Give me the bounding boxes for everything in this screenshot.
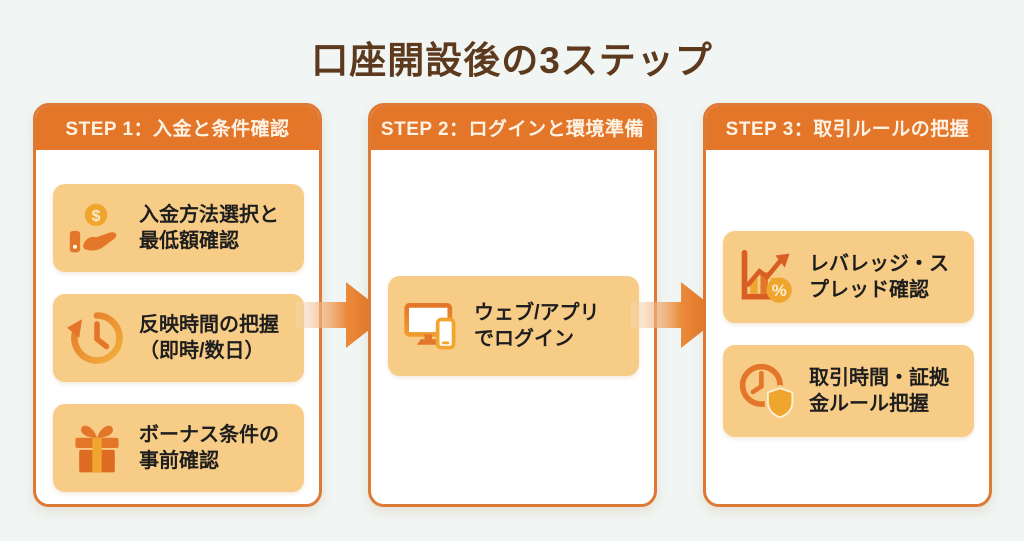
arrow-right-icon — [631, 282, 723, 348]
flow-arrow-1 — [296, 282, 388, 348]
clock-shield-icon — [737, 361, 797, 421]
flow-arrow-2 — [631, 282, 723, 348]
card-deposit-method: $ 入金方法選択と 最低額確認 — [53, 184, 304, 272]
card-bonus-terms: ボーナス条件の 事前確認 — [53, 404, 304, 492]
card-trading-rules: 取引時間・証拠 金ルール把握 — [723, 345, 974, 437]
step1-header: STEP 1：入金と条件確認 — [36, 106, 319, 150]
svg-text:%: % — [772, 281, 787, 300]
card-text: ウェブ/アプリ でログイン — [474, 301, 600, 350]
card-web-app-login: ウェブ/アプリ でログイン — [388, 276, 639, 376]
history-clock-icon — [67, 308, 127, 368]
card-text: 取引時間・証拠 金ルール把握 — [809, 366, 949, 415]
card-text: 入金方法選択と 最低額確認 — [139, 203, 279, 252]
card-leverage-spread: % レバレッジ・ス プレッド確認 — [723, 231, 974, 323]
gift-icon — [67, 418, 127, 478]
page-title: 口座開設後の3ステップ — [311, 40, 713, 81]
step2-header: STEP 2：ログインと環境準備 — [371, 106, 654, 150]
step3-column: STEP 3：取引ルールの把握 % レバレッジ・ス プレッド確認 — [703, 103, 992, 507]
card-text: ボーナス条件の 事前確認 — [139, 423, 279, 472]
card-text: レバレッジ・ス プレッド確認 — [809, 252, 949, 301]
step2-column: STEP 2：ログインと環境準備 — [368, 103, 657, 507]
arrow-right-icon — [296, 282, 388, 348]
hand-coin-icon: $ — [67, 198, 127, 258]
svg-text:$: $ — [92, 208, 101, 225]
card-text: 反映時間の把握 （即時/数日） — [139, 313, 279, 362]
step1-column: STEP 1：入金と条件確認 $ 入金方法選択と 最低額確認 — [33, 103, 322, 507]
chart-percent-icon: % — [737, 247, 797, 307]
card-reflection-time: 反映時間の把握 （即時/数日） — [53, 294, 304, 382]
step3-header: STEP 3：取引ルールの把握 — [706, 106, 989, 150]
devices-icon — [402, 296, 462, 356]
